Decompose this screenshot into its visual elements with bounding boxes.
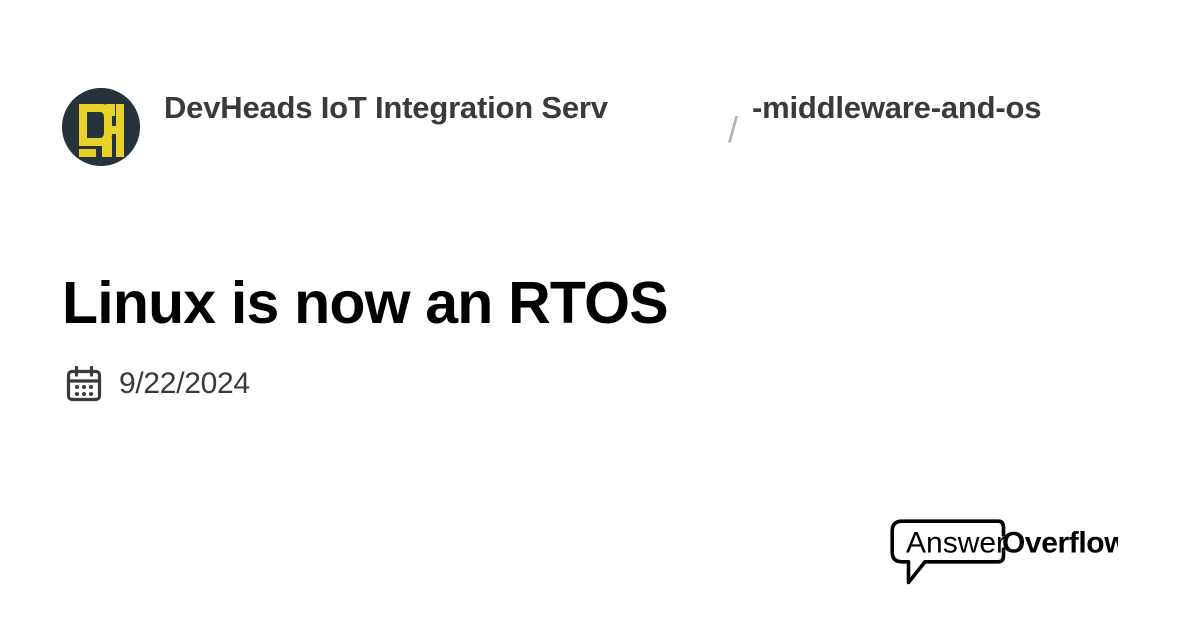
breadcrumb-separator: / bbox=[728, 109, 739, 150]
server-block[interactable]: DevHeads IoT Integration Serv bbox=[62, 84, 734, 166]
post-date-text: 9/22/2024 bbox=[119, 367, 250, 400]
devheads-dh-monogram-icon bbox=[62, 88, 140, 166]
channel-name: -middleware-and-os bbox=[752, 90, 1042, 125]
breadcrumb: DevHeads IoT Integration Serv / -middlew… bbox=[62, 84, 1142, 166]
server-name: DevHeads IoT Integration Serv bbox=[164, 90, 608, 125]
calendar-icon bbox=[66, 365, 102, 402]
page-title: Linux is now an RTOS bbox=[62, 269, 669, 336]
answer-overflow-name-light: Answer bbox=[906, 527, 1006, 560]
post-date: 9/22/2024 bbox=[64, 364, 250, 404]
answer-overflow-logo[interactable]: Answer Overflow bbox=[888, 518, 1118, 586]
answer-overflow-name-bold: Overflow bbox=[1002, 527, 1118, 560]
